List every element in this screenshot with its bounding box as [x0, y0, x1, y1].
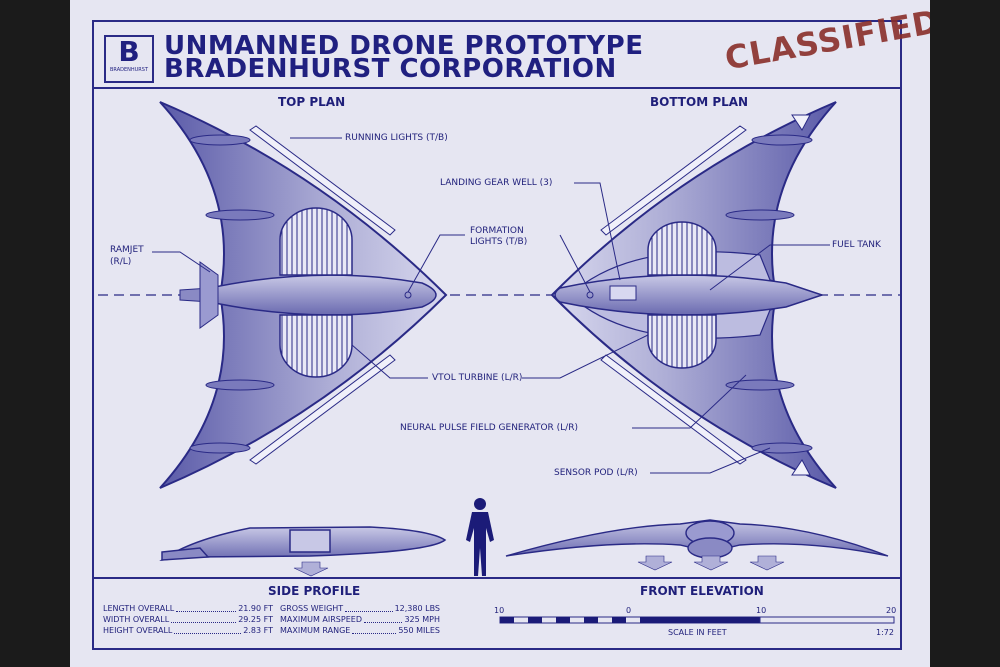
blueprint-drawing	[98, 101, 900, 624]
callout-fuel-tank: FUEL TANK	[832, 240, 881, 250]
spec-row: MAXIMUM AIRSPEED 325 MPH	[280, 615, 440, 626]
scale-tick-20: 20	[886, 606, 897, 615]
spec-row: GROSS WEIGHT 12,380 LBS	[280, 604, 440, 615]
front-elevation-heading: FRONT ELEVATION	[640, 584, 764, 598]
spec-row: HEIGHT OVERALL 2.83 FT	[103, 626, 273, 637]
callout-formation-lights-2: LIGHTS (T/B)	[470, 237, 528, 247]
spec-row: LENGTH OVERALL 21.90 FT	[103, 604, 273, 615]
spec-value: 2.83 FT	[243, 626, 273, 635]
spec-value: 550 MILES	[398, 626, 440, 635]
blueprint-sheet: B BRADENHURST UNMANNED DRONE PROTOTYPE B…	[70, 0, 930, 667]
spec-label: WIDTH OVERALL	[103, 615, 170, 624]
logo-text: BRADENHURST	[110, 67, 148, 73]
title-line-2: BRADENHURST CORPORATION	[164, 54, 617, 84]
spec-label: MAXIMUM AIRSPEED	[280, 615, 362, 624]
spec-value: 29.25 FT	[238, 615, 273, 624]
specs-left: LENGTH OVERALL 21.90 FT WIDTH OVERALL 29.2…	[103, 604, 273, 637]
scale-caption: SCALE IN FEET	[668, 628, 727, 637]
spec-value: 21.90 FT	[238, 604, 273, 613]
spec-value: 325 MPH	[404, 615, 440, 624]
company-logo: B BRADENHURST	[104, 35, 154, 83]
top-plan-drawing	[159, 101, 448, 489]
callout-lines	[152, 137, 830, 474]
spec-label: HEIGHT OVERALL	[103, 626, 173, 635]
front-elevation-drawing	[505, 519, 889, 571]
spec-label: GROSS WEIGHT	[280, 604, 344, 613]
bottom-plan-drawing	[550, 101, 837, 489]
scale-tick-0: 0	[626, 606, 632, 615]
spec-value: 12,380 LBS	[394, 604, 440, 613]
callout-landing-gear: LANDING GEAR WELL (3)	[440, 178, 553, 188]
top-plan-heading: TOP PLAN	[278, 95, 346, 109]
side-profile-heading: SIDE PROFILE	[268, 584, 361, 598]
blueprint-border	[92, 20, 902, 650]
callout-vtol-turbine: VTOL TURBINE (L/R)	[432, 373, 523, 383]
scale-bar	[499, 616, 895, 624]
spec-row: MAXIMUM RANGE 550 MILES	[280, 626, 440, 637]
callout-running-lights: RUNNING LIGHTS (T/B)	[345, 133, 448, 143]
callout-sensor-pod: SENSOR POD (L/R)	[554, 468, 638, 478]
scale-ratio: 1:72	[876, 628, 894, 637]
scale-tick-10-left: 10	[494, 606, 505, 615]
spec-label: LENGTH OVERALL	[103, 604, 175, 613]
header-divider	[92, 87, 902, 89]
callout-formation-lights-1: FORMATION	[470, 226, 524, 236]
spec-label: MAXIMUM RANGE	[280, 626, 351, 635]
side-profile-drawing	[159, 526, 447, 577]
spec-row: WIDTH OVERALL 29.25 FT	[103, 615, 273, 626]
callout-ramjet-1: RAMJET	[110, 245, 144, 255]
specs-right: GROSS WEIGHT 12,380 LBS MAXIMUM AIRSPEED 3…	[280, 604, 440, 637]
logo-letter: B	[118, 35, 140, 68]
scale-tick-10-right: 10	[756, 606, 767, 615]
human-silhouette	[466, 498, 494, 576]
footer-divider	[92, 577, 902, 579]
title-line-1: UNMANNED DRONE PROTOTYPE	[164, 31, 644, 61]
callout-neural-pulse: NEURAL PULSE FIELD GENERATOR (L/R)	[400, 423, 578, 433]
callout-ramjet-2: (R/L)	[110, 257, 132, 267]
bottom-plan-heading: BOTTOM PLAN	[650, 95, 749, 109]
